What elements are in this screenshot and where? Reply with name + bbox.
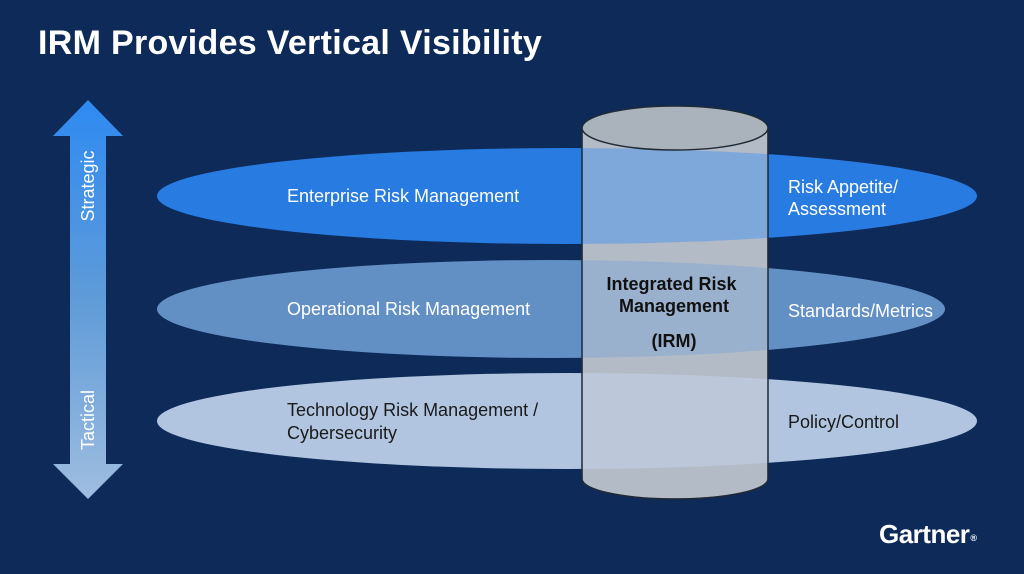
layer-ellipse-technology	[157, 373, 977, 469]
cylinder-overlay	[581, 127, 769, 500]
layer-focus-technology: Policy/Control	[788, 412, 899, 432]
slide-title: IRM Provides Vertical Visibility	[38, 24, 543, 62]
axis-label-strategic: Strategic	[78, 150, 98, 221]
strategic-tactical-double-arrow	[53, 100, 123, 499]
layer-name-operational: Operational Risk Management	[287, 299, 530, 319]
registered-mark: ®	[970, 533, 977, 543]
gartner-logo: Gartner®	[879, 519, 977, 550]
layer-name-enterprise: Enterprise Risk Management	[287, 186, 519, 206]
irm-label: Integrated Risk Management	[606, 274, 741, 316]
layer-focus-enterprise: Risk Appetite/ Assessment	[788, 177, 903, 219]
layer-ellipse-enterprise	[157, 148, 977, 244]
layer-focus-operational: Standards/Metrics	[788, 301, 933, 321]
layer-name-technology: Technology Risk Management / Cybersecuri…	[287, 400, 543, 443]
axis-label-tactical: Tactical	[78, 390, 98, 450]
irm-acronym: (IRM)	[652, 331, 697, 351]
gartner-logo-text: Gartner	[879, 519, 970, 549]
cylinder-top-cap	[581, 105, 769, 151]
